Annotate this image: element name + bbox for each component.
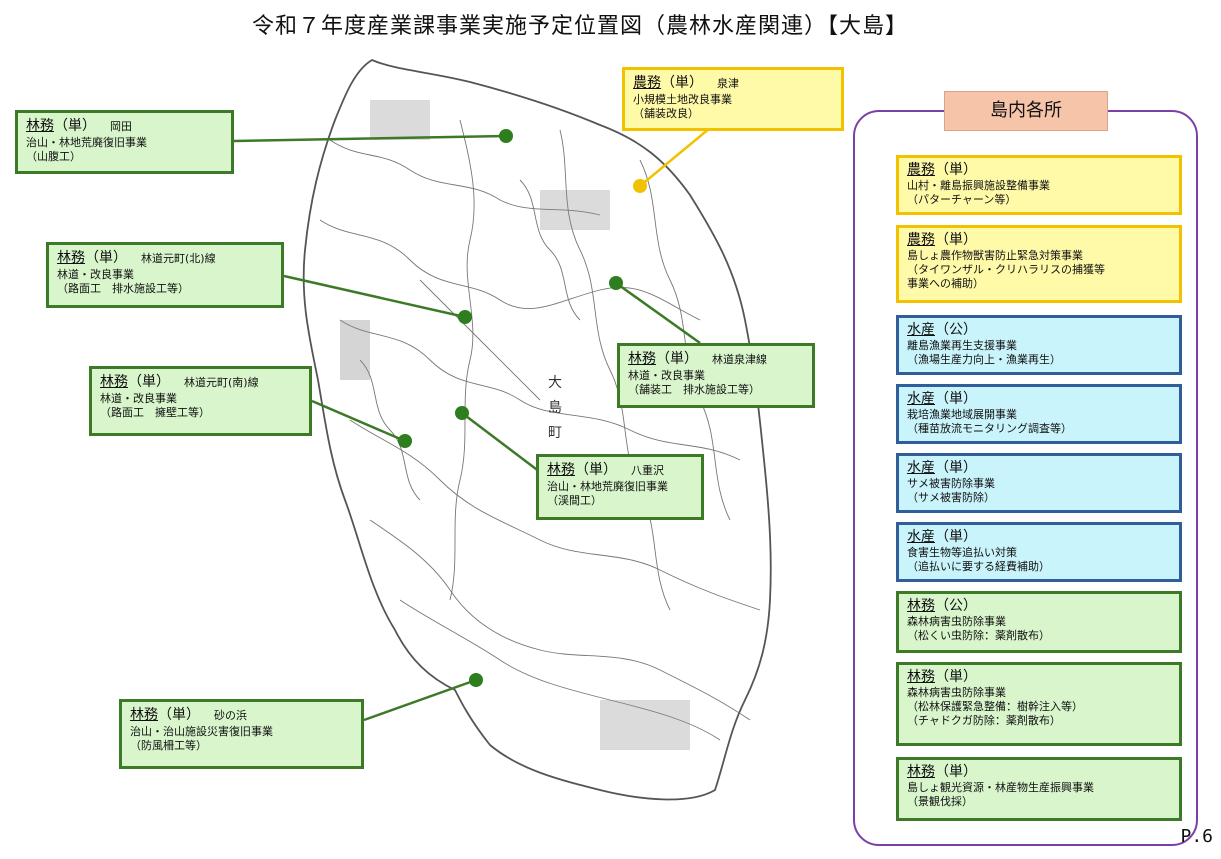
marker-motomachi-north [458,310,472,324]
map-label-2: 島 [548,400,562,416]
marker-okada [499,129,513,143]
panel-item-4: 水産（単） 栽培漁業地域展開事業 （種苗放流モニタリング調査等） [896,384,1182,444]
marker-izu [633,179,647,193]
leader-senzu [615,281,701,345]
callout-okada: 林務（単）岡田 治山・林地荒廃復旧事業 （山腹工） [15,110,234,174]
callout-motomachi-north: 林務（単）林道元町(北)線 林道・改良事業 （路面工 排水施設工等） [46,242,284,308]
callout-sunanohama: 林務（単）砂の浜 治山・治山施設災害復旧事業 （防風柵工等） [119,699,364,769]
panel-item-9: 林務（単） 島しょ観光資源・林産物生産振興事業 （景観伐採） [896,757,1182,821]
callout-senzu: 林務（単）林道泉津線 林道・改良事業 （舗装工 排水施設工等） [617,343,815,408]
map-roads [319,119,761,741]
map-label-1: 大 [548,375,562,391]
panel-item-2: 農務（単） 島しょ農作物獣害防止緊急対策事業 （タイワンザル・クリハラリスの捕獲… [896,225,1182,303]
leader-motomachi-south [311,399,406,443]
marker-senzu [609,276,623,290]
panel-item-6: 水産（単） 食害生物等追払い対策 （追払いに要する経費補助） [896,522,1182,582]
callout-motomachi-south: 林務（単）林道元町(南)線 林道・改良事業 （路面工 擁壁工等） [89,366,312,436]
panel-item-8: 林務（単） 森林病害虫防除事業 （松林保護緊急整備：樹幹注入等） （チャドクガ防… [896,662,1182,746]
leader-yaezawa [461,412,541,473]
panel-title: 島内各所 [944,91,1108,131]
town-blocks [340,100,690,750]
leader-sunanohama [363,678,477,722]
callout-izu: 農務（単）泉津 小規模土地改良事業 （舗装改良） [622,67,844,131]
leader-motomachi-north [283,274,466,319]
marker-motomachi-south [398,434,412,448]
panel-item-3: 水産（公） 離島漁業再生支援事業 （漁場生産力向上・漁業再生） [896,315,1182,375]
page-number: P.6 [1180,826,1213,847]
site-markers [398,129,647,687]
leader-lines [233,127,711,722]
marker-sunanohama [469,673,483,687]
panel-item-5: 水産（単） サメ被害防除事業 （サメ被害防除） [896,453,1182,513]
leader-izu [639,127,711,187]
marker-yaezawa [455,406,469,420]
map-label-3: 町 [548,425,562,441]
island-outline [302,58,772,801]
callout-yaezawa: 林務（単）八重沢 治山・林地荒廃復旧事業 （渓間工） [536,454,704,520]
panel-item-1: 農務（単） 山村・離島振興施設整備事業 （パターチャーン等） [896,155,1182,215]
page-title: 令和７年度産業課事業実施予定位置図（農林水産関連）【大島】 [251,14,908,39]
panel-item-7: 林務（公） 森林病害虫防除事業 （松くい虫防除：薬剤散布） [896,591,1182,653]
leader-okada [233,134,507,143]
